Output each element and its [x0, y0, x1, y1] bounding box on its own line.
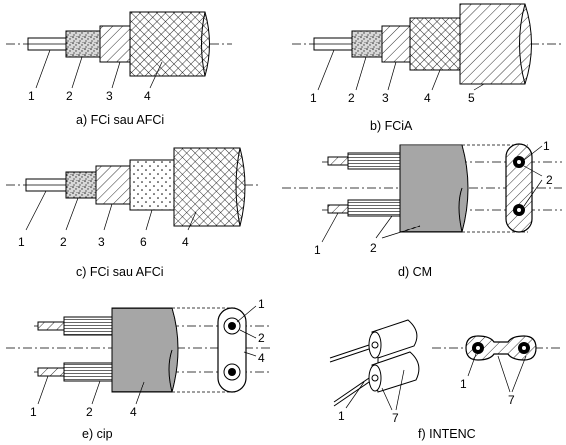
- label-1: 1: [30, 405, 37, 419]
- panel-d: 1 2 1 2 d) CM: [282, 139, 562, 279]
- outer-sheath: [173, 147, 246, 227]
- label-1: 1: [18, 235, 25, 249]
- panel-e: 1 2 4 1 2 4 e) cip: [6, 297, 272, 441]
- label-2: 2: [370, 241, 377, 255]
- label-3: 3: [106, 89, 113, 103]
- caption: c) FCi sau AFCi: [76, 265, 164, 279]
- insulation-layer: [347, 199, 405, 217]
- insulation-layer: [347, 152, 405, 170]
- label-6: 6: [140, 235, 147, 249]
- label-4: 4: [130, 405, 137, 419]
- label-7: 7: [508, 393, 515, 407]
- caption: b) FCiA: [370, 119, 413, 133]
- cross-section: [465, 335, 537, 361]
- insulated-conductor: [371, 319, 418, 359]
- panel-b: 1 2 3 4 5 b) FCiA: [292, 3, 562, 133]
- label-4: 4: [182, 235, 189, 249]
- caption: d) CM: [398, 265, 432, 279]
- conductor: [37, 367, 67, 377]
- label-4: 4: [424, 91, 431, 105]
- label-2: 2: [86, 405, 93, 419]
- insulation-layer: [351, 30, 385, 58]
- filler-layer: [129, 159, 177, 211]
- insulation-layer: [63, 316, 117, 336]
- insulation-layer: [63, 362, 117, 382]
- flat-sheath: [111, 307, 179, 393]
- panel-a: 1 2 3 4 a) FCi sau AFCi: [6, 11, 232, 127]
- label-1: 1: [460, 377, 467, 391]
- label-5: 5: [468, 91, 475, 105]
- conductor: [327, 204, 351, 214]
- flat-sheath: [399, 144, 469, 233]
- label-4: 4: [144, 89, 151, 103]
- insulation-layer: [65, 30, 103, 58]
- label-1: 1: [314, 243, 321, 257]
- label-3: 3: [98, 235, 105, 249]
- screen-layer: [381, 25, 413, 63]
- label-2: 2: [66, 89, 73, 103]
- caption: a) FCi sau AFCi: [76, 113, 164, 127]
- label-2: 2: [258, 331, 265, 345]
- insulation-layer: [65, 171, 99, 199]
- caption: f) INTENC: [418, 427, 476, 441]
- armour-layer: [459, 3, 532, 85]
- label-1: 1: [543, 139, 550, 153]
- screen-layer: [99, 25, 133, 63]
- panel-c: 1 2 3 6 4 c) FCi sau AFCi: [6, 147, 260, 279]
- conductor: [37, 321, 67, 331]
- cross-section: [505, 143, 533, 233]
- conductor: [327, 156, 351, 166]
- label-1: 1: [310, 91, 317, 105]
- label-7: 7: [392, 411, 399, 425]
- label-2: 2: [546, 173, 553, 187]
- label-1: 1: [338, 409, 345, 423]
- label-2: 2: [348, 91, 355, 105]
- caption: e) cip: [82, 427, 113, 441]
- label-3: 3: [382, 91, 389, 105]
- screen-layer: [95, 165, 133, 205]
- label-4: 4: [258, 351, 265, 365]
- label-2: 2: [60, 235, 67, 249]
- inner-sheath: [409, 17, 463, 71]
- label-1: 1: [258, 297, 265, 311]
- insulated-conductor: [371, 351, 420, 393]
- panel-f: 1 7 1 7 f) INTENC: [329, 319, 562, 441]
- label-1: 1: [28, 89, 35, 103]
- outer-sheath: [129, 11, 210, 77]
